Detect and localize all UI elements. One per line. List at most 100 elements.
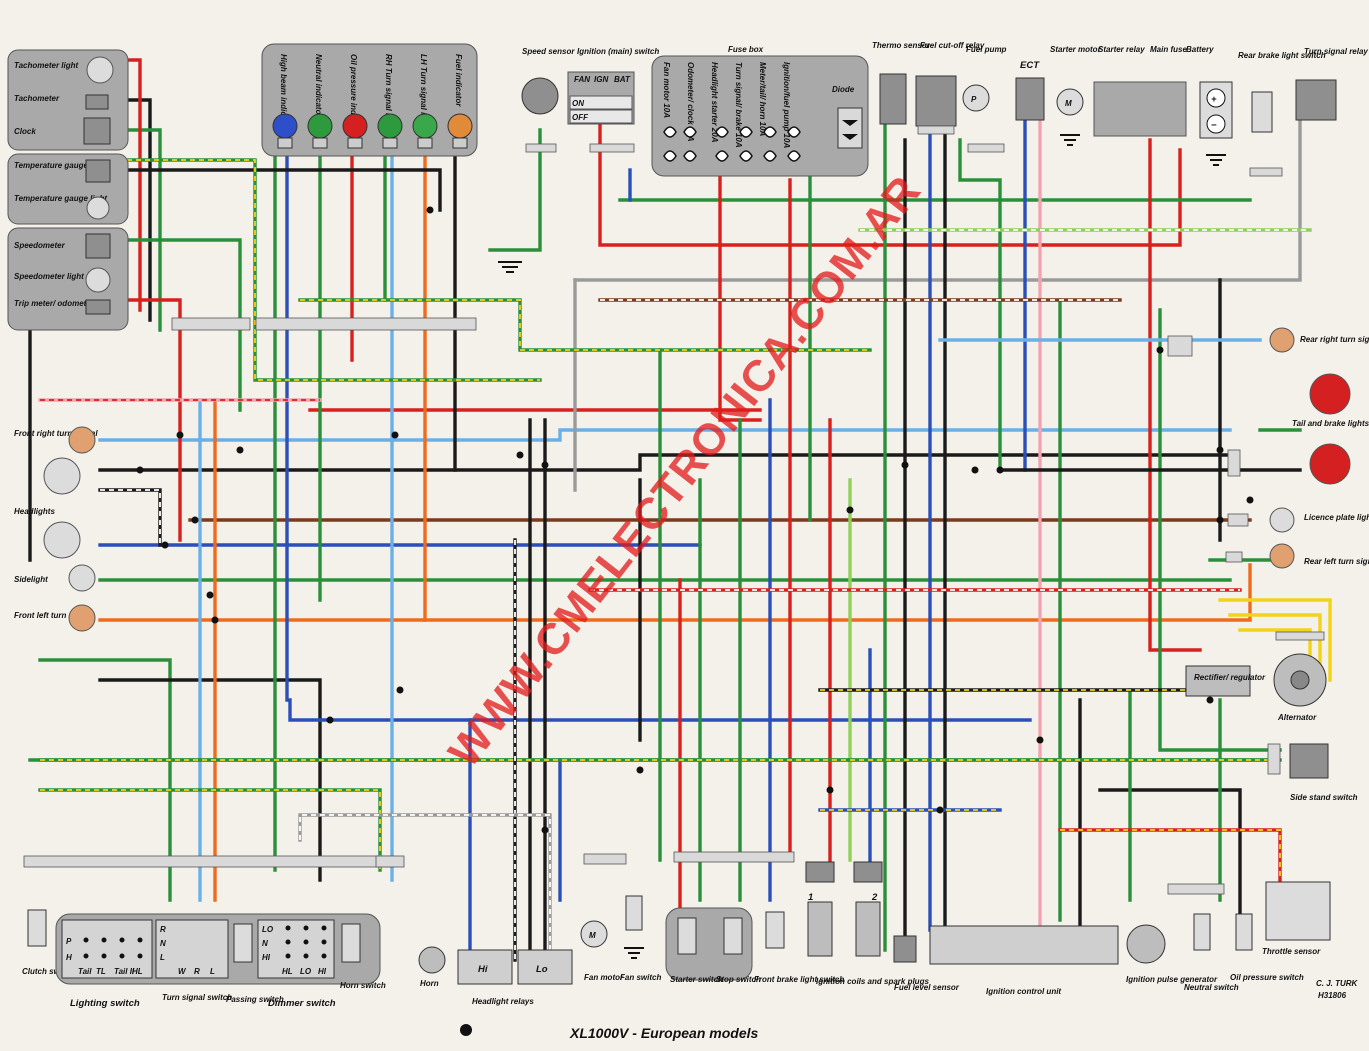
fan-motor-symbol: M [589, 931, 596, 940]
rear-left-turn-bulb-icon [1269, 543, 1295, 569]
fan-switch-icon [625, 895, 643, 931]
sidelight-bulb-icon [68, 564, 96, 592]
wire-black-indicators [118, 168, 442, 212]
turn-col-label: R [194, 967, 200, 976]
starter-motor-symbol: M [1065, 99, 1072, 108]
speedometer-label: Speedometer [14, 241, 66, 250]
indicator-label: Oil pressure indicator [349, 54, 358, 138]
fuse-icon [663, 126, 677, 162]
fan-switch-label: Fan switch [620, 973, 661, 982]
trip-meter-label: Trip meter/ odometer [14, 299, 95, 308]
tachometer-light-label: Tachometer light [14, 61, 78, 70]
starter-relay-label: Starter relay [1098, 45, 1145, 54]
dimmer-col-label: HI [318, 967, 327, 976]
main-fuse-label: Main fuse [1150, 45, 1187, 54]
switch-contact [137, 953, 143, 959]
lighting-switch-label: Lighting switch [70, 998, 140, 1009]
starter-motor-icon [1056, 88, 1084, 116]
ect-label: ECT [1020, 60, 1040, 71]
side-stand-label: Side stand switch [1290, 793, 1358, 802]
diode-icon [837, 107, 863, 149]
clutch-switch-label: Clutch switch [22, 967, 74, 976]
ignition-coil-1-icon [805, 861, 835, 883]
passing-switch-label: Passing switch [226, 995, 284, 1004]
fuse-icon [715, 126, 729, 162]
thermo-sensor-icon [879, 73, 907, 125]
neutral-switch-label: Neutral switch [1184, 983, 1239, 992]
fuse-label: Odometer/ clock 10A [686, 62, 695, 142]
ignition-header: BAT [614, 75, 631, 84]
switch-contact [119, 937, 125, 943]
ignition-row [569, 95, 633, 110]
rear-left-turn-label: Rear left turn signal [1304, 557, 1369, 566]
switch-contact [101, 937, 107, 943]
switch-contact [285, 939, 291, 945]
indicator-bulb-icon [377, 113, 403, 139]
wire-green-stand [1158, 308, 1282, 752]
dimmer-switch-grid [257, 919, 335, 979]
fuse-icon [739, 126, 753, 162]
throttle-sensor-label: Throttle sensor [1262, 947, 1321, 956]
ignition-switch-label: Ignition (main) switch [577, 47, 659, 56]
dimmer-switch-label: Dimmer switch [268, 998, 336, 1009]
title-bullet-icon [460, 1024, 472, 1036]
wire-red-rect [1148, 138, 1202, 652]
tachometer-block-icon [85, 94, 109, 110]
licence-plate-label: Licence plate light [1304, 513, 1369, 522]
wire-light-blue-front-right [98, 428, 1232, 442]
switch-contact [321, 925, 327, 931]
clutch-switch-icon [27, 909, 47, 947]
switch-contact [303, 953, 309, 959]
wire-harness [28, 58, 1332, 962]
switch-contact [83, 953, 89, 959]
rear-right-turn-label: Rear right turn signal [1300, 335, 1369, 344]
headlight-bulb-icon [43, 457, 81, 495]
indicator-label: RH Turn signal ind [384, 54, 393, 126]
temperature-gauge-block-icon [85, 159, 111, 183]
indicator-label: Neutral indicator [314, 54, 323, 118]
fuse-icon [787, 126, 801, 162]
wire-black-headlight [98, 453, 1232, 472]
front-brake-switch-icon [765, 911, 785, 949]
stop-switch-icon [723, 917, 743, 955]
temperature-gauge-label: Temperature gauge [14, 161, 88, 170]
clock-block-icon [83, 117, 111, 145]
speedometer-light-bulb-icon [85, 267, 111, 293]
dimmer-col-label: LO [300, 967, 312, 976]
tail-brake-bulb-icon [1309, 373, 1351, 415]
indicator-label: LH Turn signal ind [419, 54, 428, 125]
thermo-sensor-label: Thermo sensor [872, 41, 931, 50]
wire-grey-white-horn [299, 814, 551, 960]
ground-icon [498, 261, 522, 273]
horn-switch-label: Horn switch [340, 981, 386, 990]
fuse-icon [763, 126, 777, 162]
headlight-relay-lo [517, 949, 573, 985]
ignition-pulse-gen-label: Ignition pulse generator [1126, 975, 1218, 984]
turn-row-label: L [160, 953, 165, 962]
passing-switch-icon [233, 923, 253, 963]
indicator-label: Fuel indicator [454, 54, 463, 107]
wire-red-r [718, 128, 762, 422]
relay-lo-label: Lo [536, 964, 548, 975]
wire-red-speedo [118, 298, 182, 542]
ignition-header: FAN [574, 75, 590, 84]
turn-row-label: R [160, 925, 166, 934]
temperature-gauge-light-label: Temperature gauge light [14, 194, 107, 203]
wire-blue-c [288, 698, 1032, 722]
turn-signal-switch-grid [155, 919, 229, 979]
fan-motor-label: Fan motor [584, 973, 624, 982]
lighting-col-label: HL [132, 967, 143, 976]
stop-switch-label: Stop switch [716, 975, 761, 984]
switch-contact [321, 939, 327, 945]
ground-icon [1060, 134, 1080, 146]
switch-contact [137, 937, 143, 943]
fuse-label: Meter/tail/ horn 10A [758, 62, 767, 136]
bulb-socket [277, 137, 293, 149]
tail-brake-bulb-icon [1309, 443, 1351, 485]
front-brake-switch-label: Front brake light switch [754, 975, 844, 984]
speedometer-block-icon [85, 233, 111, 259]
diode-arrow-icon [842, 120, 858, 140]
